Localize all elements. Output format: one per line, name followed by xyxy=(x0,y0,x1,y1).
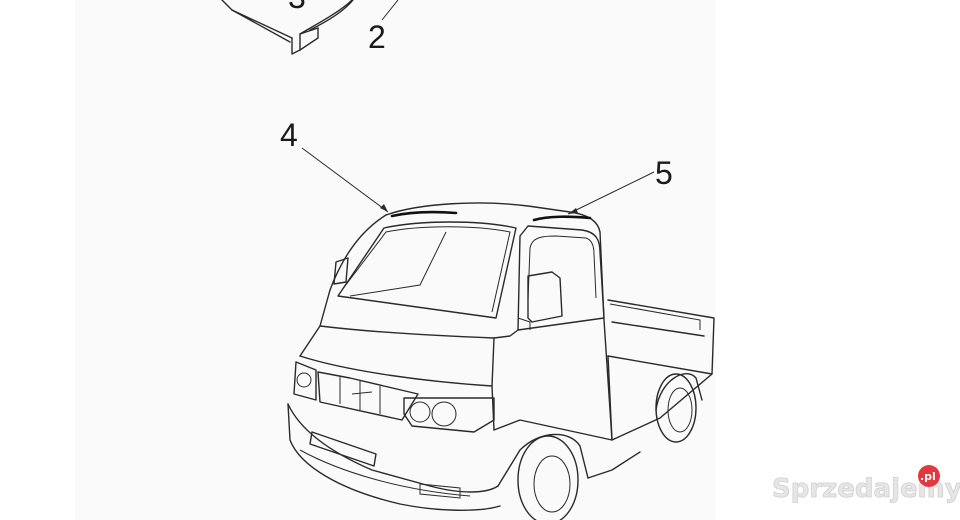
upper-part-drawing xyxy=(221,0,399,55)
callout-5: 5 xyxy=(655,155,673,191)
scan-panel xyxy=(75,0,715,520)
leader-5 xyxy=(567,171,655,215)
callout-4: 4 xyxy=(280,117,298,153)
part-5-strip xyxy=(532,215,592,222)
callout-3: 3 xyxy=(288,0,306,15)
watermark-badge xyxy=(918,465,940,487)
truck-drawing xyxy=(287,202,715,520)
part-4-strip xyxy=(390,210,458,218)
callout-2: 2 xyxy=(368,19,386,55)
watermark-badge-text: .pl xyxy=(920,470,936,483)
leader-4 xyxy=(301,147,389,213)
